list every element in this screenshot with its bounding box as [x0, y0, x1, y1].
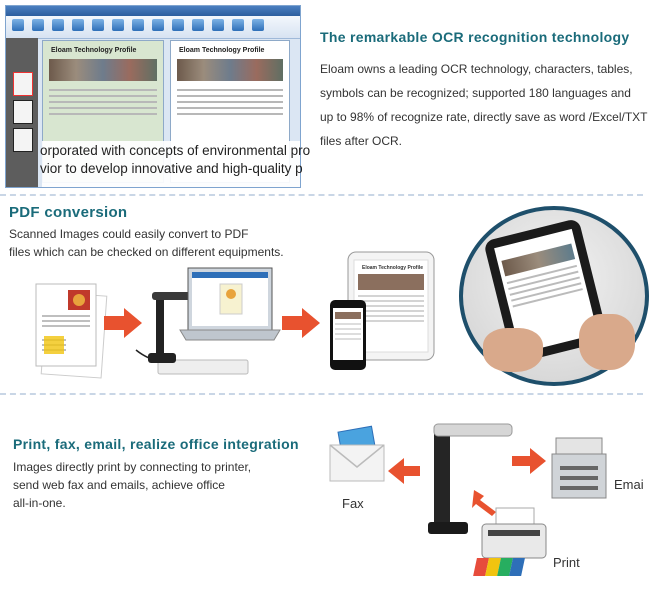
ocr-text-line: symbols can be recognized; supported 180…	[320, 86, 631, 100]
magnified-text-line: vior to develop innovative and high-qual…	[40, 161, 303, 176]
arrow-down-icon	[472, 490, 496, 516]
excel-icon	[212, 19, 224, 31]
pdf-heading: PDF conversion	[9, 204, 128, 221]
zoom-icon	[112, 19, 124, 31]
scanned-documents-image	[35, 283, 108, 379]
arrow-icon	[282, 308, 320, 338]
multifunction-printer-icon	[551, 437, 607, 499]
print-text-line: send web fax and emails, achieve office	[13, 478, 225, 492]
pdf-description: Scanned Images could easily convert to P…	[9, 225, 284, 261]
ocr-heading: The remarkable OCR recognition technolog…	[320, 29, 630, 45]
ocr-text-line: up to 98% of recognize rate, directly sa…	[320, 110, 648, 124]
save-icon	[52, 19, 64, 31]
pdf-text-line: files which can be checked on different …	[9, 245, 284, 259]
page-thumbnail[interactable]	[13, 128, 33, 152]
tablet-in-hand-image	[459, 206, 649, 386]
settings-icon	[252, 19, 264, 31]
pdf-icon	[232, 19, 244, 31]
ocr-software-screenshot: Eloam Technology Profile Eloam Technolog…	[5, 5, 310, 188]
page-banner-image	[177, 59, 283, 81]
fax-label: Fax	[342, 496, 364, 511]
right-page-title: Eloam Technology Profile	[179, 47, 265, 54]
page-banner-image	[49, 59, 157, 81]
word-icon	[192, 19, 204, 31]
arrow-icon	[104, 308, 142, 338]
section-divider	[0, 194, 643, 196]
email-label: Emai	[614, 477, 644, 492]
print-label: Print	[553, 555, 580, 570]
ipad-phone-image	[330, 251, 435, 370]
magnified-text-line: orporated with concepts of environmental…	[40, 143, 311, 158]
rotate-icon	[132, 19, 144, 31]
printer-icon	[473, 507, 547, 576]
fax-envelope-icon	[329, 425, 385, 482]
export-icon	[92, 19, 104, 31]
ocr-toolbar	[6, 16, 300, 39]
crop-icon	[152, 19, 164, 31]
print-text-line: all-in-one.	[13, 496, 66, 510]
open-icon	[32, 19, 44, 31]
arrow-left-icon	[388, 458, 420, 484]
page-thumbnail-panel	[6, 38, 38, 187]
ocr-text-line: files after OCR.	[320, 134, 403, 148]
ipad-screen-title: Eloam Technology Profile	[362, 265, 424, 271]
hand-image	[483, 328, 543, 372]
scanner-laptop-image	[135, 267, 281, 375]
pdf-text-line: Scanned Images could easily convert to P…	[9, 227, 249, 241]
section-divider	[0, 393, 643, 395]
recognize-icon	[72, 19, 84, 31]
magnified-text-overlay	[42, 141, 300, 187]
print-heading: Print, fax, email, realize office integr…	[13, 436, 299, 452]
hand-image	[579, 314, 635, 370]
page-thumbnail[interactable]	[13, 72, 33, 96]
ocr-text-line: Eloam owns a leading OCR technology, cha…	[320, 62, 633, 76]
scan-icon	[12, 19, 24, 31]
layout-icon	[172, 19, 184, 31]
document-camera-image	[428, 423, 513, 534]
print-text-line: Images directly print by connecting to p…	[13, 460, 252, 474]
left-page-title: Eloam Technology Profile	[51, 47, 137, 54]
arrow-right-icon	[512, 448, 546, 474]
page-thumbnail[interactable]	[13, 100, 33, 124]
print-description: Images directly print by connecting to p…	[13, 458, 251, 512]
window-titlebar	[6, 6, 300, 16]
ocr-description: Eloam owns a leading OCR technology, cha…	[320, 57, 648, 153]
